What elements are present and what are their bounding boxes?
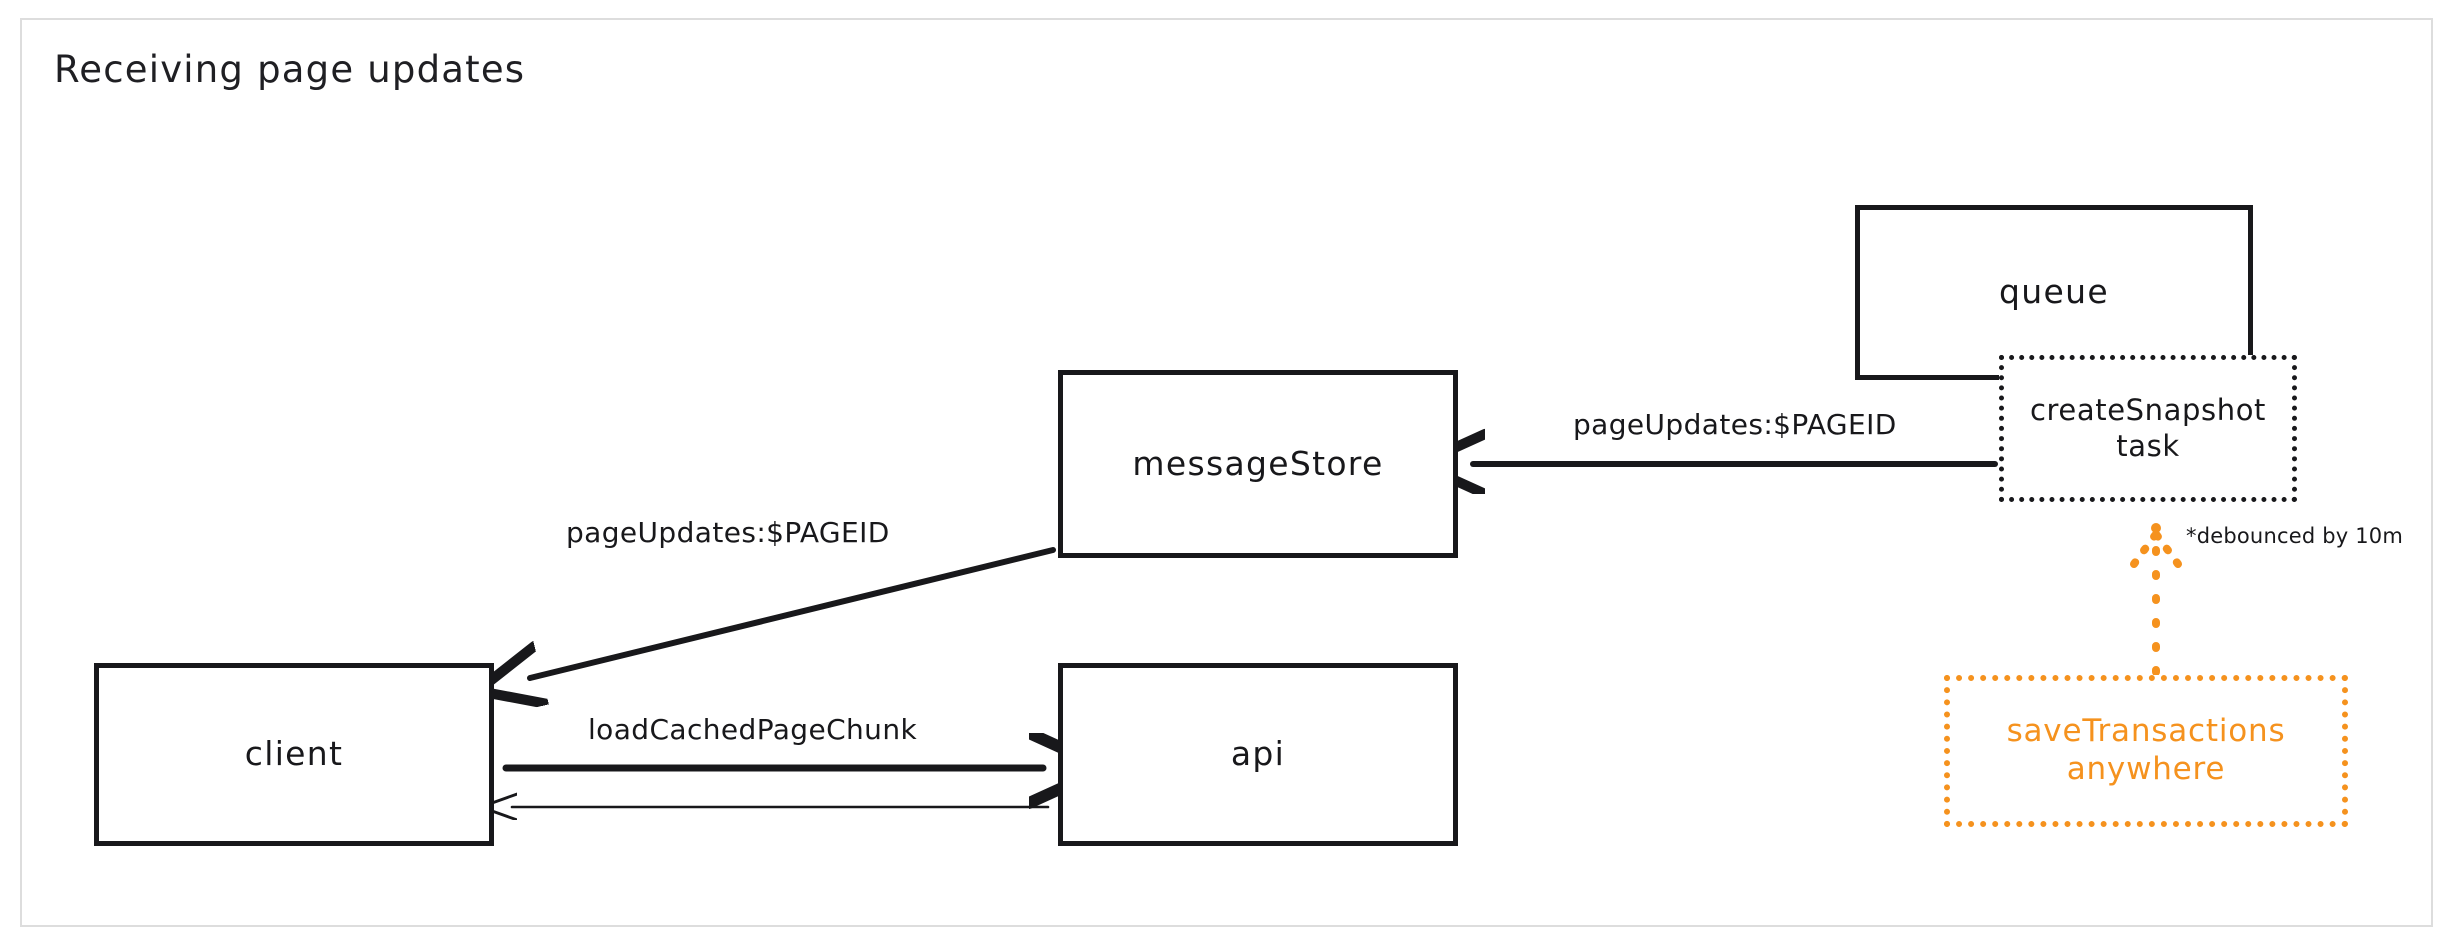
node-queue-label: queue xyxy=(1999,272,2109,312)
node-api[interactable]: api xyxy=(1058,663,1458,846)
page-title: Receiving page updates xyxy=(54,48,526,91)
node-create-snapshot-task-line2: task xyxy=(2116,428,2180,463)
node-save-transactions-line2: anywhere xyxy=(2066,751,2226,787)
node-api-label: api xyxy=(1230,734,1286,774)
node-create-snapshot-task-label: createSnapshot task xyxy=(2030,393,2266,464)
edge-label-client-to-api: loadCachedPageChunk xyxy=(588,713,918,746)
node-save-transactions-label: saveTransactions anywhere xyxy=(2007,713,2286,789)
node-client-label: client xyxy=(244,734,344,774)
node-create-snapshot-task[interactable]: createSnapshot task xyxy=(1999,355,2297,502)
node-queue[interactable]: queue xyxy=(1855,205,2253,380)
node-save-transactions-anywhere[interactable]: saveTransactions anywhere xyxy=(1944,675,2348,827)
node-client[interactable]: client xyxy=(94,663,494,846)
node-message-store[interactable]: messageStore xyxy=(1058,370,1458,558)
edge-messagestore-to-client xyxy=(530,547,1056,678)
annotation-debounced: *debounced by 10m xyxy=(2186,524,2404,548)
node-message-store-label: messageStore xyxy=(1132,443,1384,483)
node-create-snapshot-task-line1: createSnapshot xyxy=(2029,393,2267,428)
node-save-transactions-line1: saveTransactions xyxy=(2006,713,2286,750)
edge-label-messagestore-to-client: pageUpdates:$PAGEID xyxy=(566,516,890,549)
edge-label-createsnapshot-to-messagestore: pageUpdates:$PAGEID xyxy=(1573,408,1897,441)
edge-savetransactions-to-createsnapshot xyxy=(2130,523,2182,676)
